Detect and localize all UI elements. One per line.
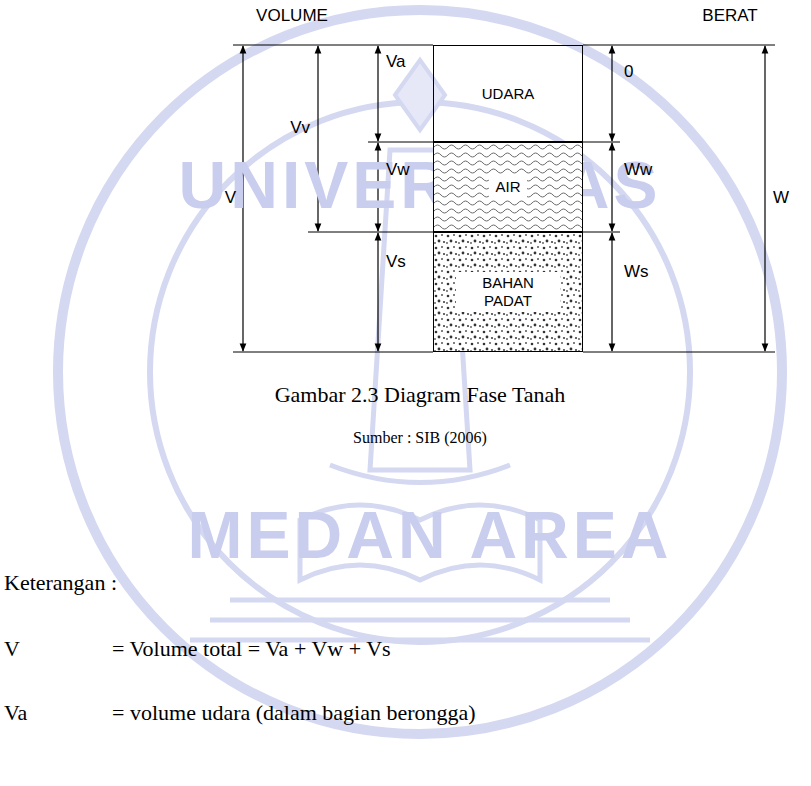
dimension-label: Vv (290, 118, 310, 138)
legend-note: Keterangan : (4, 570, 117, 596)
phase-name: UDARA (476, 83, 541, 105)
phase-name: BAHAN PADAT (456, 272, 560, 312)
legend-note: V (4, 636, 20, 662)
watermark-text: UNIVERSITAS (179, 150, 662, 220)
logo-outline (58, 10, 782, 734)
phase-box: AIR (433, 142, 583, 232)
dimension-label: V (225, 188, 236, 208)
dimension-label: Vs (386, 252, 406, 272)
dimension-label: W (773, 188, 789, 208)
legend-note: = volume udara (dalam bagian berongga) (112, 700, 476, 726)
legend-note: = Volume total = Va + Vw + Vs (112, 636, 391, 662)
legend-note: Va (4, 700, 27, 726)
phase-name: AIR (489, 176, 526, 198)
dimension-label: Ws (624, 262, 649, 282)
dimension-label: 0 (624, 62, 633, 82)
phase-box: UDARA (433, 45, 583, 142)
watermark-text: MEDAN AREA (188, 500, 673, 570)
phase-box: BAHAN PADAT (433, 232, 583, 352)
axis-heading: VOLUME (256, 6, 328, 26)
dimension-label: Va (386, 52, 406, 72)
dimension-label: Vw (386, 160, 410, 180)
axis-heading: BERAT (702, 6, 757, 26)
source-note: Sumber : SIB (2006) (353, 428, 487, 448)
figure-caption: Gambar 2.3 Diagram Fase Tanah (275, 382, 566, 408)
dimension-label: Ww (624, 160, 652, 180)
